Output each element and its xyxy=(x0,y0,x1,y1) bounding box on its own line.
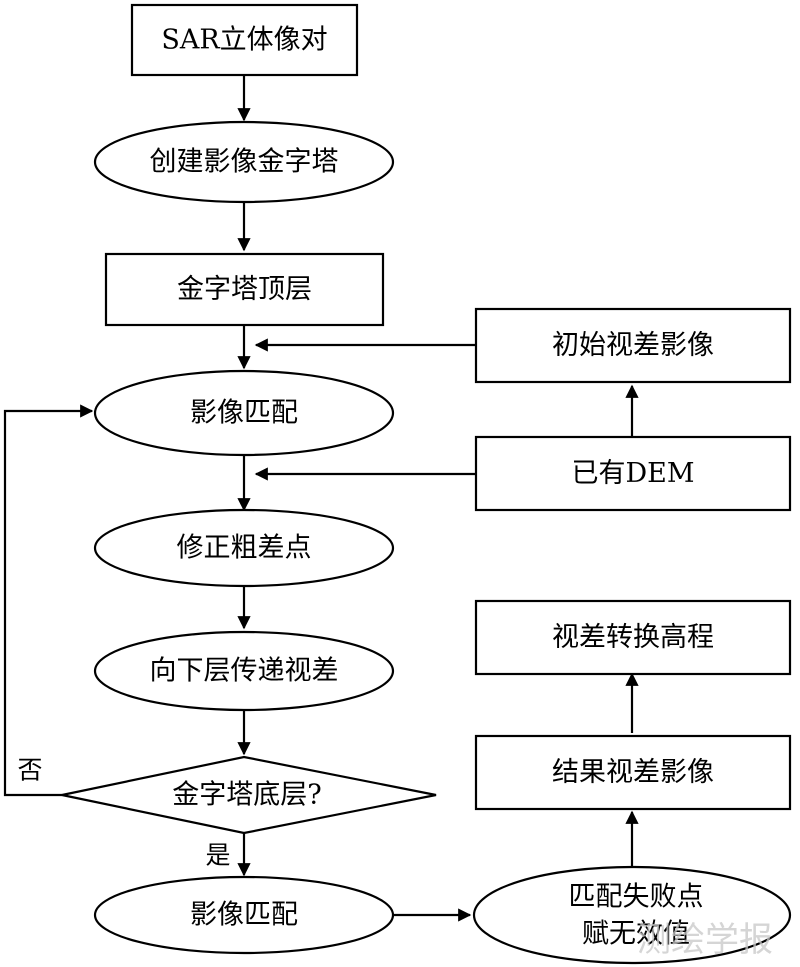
node-build-pyramid: 创建影像金字塔 xyxy=(93,120,395,204)
node-existing-dem: 已有DEM xyxy=(474,435,792,512)
node-disparity-to-height-label: 视差转换高程 xyxy=(552,622,714,653)
node-failed-points-label-line2: 赋无效值 xyxy=(582,919,690,950)
node-initial-disparity: 初始视差影像 xyxy=(474,307,792,384)
node-existing-dem-label: 已有DEM xyxy=(571,458,694,489)
node-result-disparity-label: 结果视差影像 xyxy=(552,757,714,788)
node-image-match-1-label: 影像匹配 xyxy=(190,398,298,429)
branch-yes-label: 是 xyxy=(205,841,230,870)
node-sar-pair: SAR立体像对 xyxy=(130,3,359,77)
node-failed-points-label-line1: 匹配失败点 xyxy=(569,882,704,913)
node-is-bottom-layer-label: 金字塔底层? xyxy=(172,780,321,811)
node-pyramid-top-label: 金字塔顶层 xyxy=(177,274,312,305)
branch-no-label: 否 xyxy=(17,756,42,785)
node-build-pyramid-label: 创建影像金字塔 xyxy=(150,147,339,178)
node-image-match-2: 影像匹配 xyxy=(93,875,395,955)
node-image-match-1: 影像匹配 xyxy=(93,369,395,457)
node-pass-disparity: 向下层传递视差 xyxy=(93,630,395,712)
connectors xyxy=(3,75,639,922)
node-fix-gross-errors: 修正粗差点 xyxy=(93,508,395,588)
node-fix-gross-errors-label: 修正粗差点 xyxy=(177,533,312,564)
node-image-match-2-label: 影像匹配 xyxy=(190,900,298,931)
watermark-text: 测绘学报 xyxy=(637,920,773,960)
node-initial-disparity-label: 初始视差影像 xyxy=(552,330,714,361)
node-sar-pair-label: SAR立体像对 xyxy=(161,25,327,56)
node-result-disparity: 结果视差影像 xyxy=(474,734,792,811)
node-pass-disparity-label: 向下层传递视差 xyxy=(150,656,339,687)
arrow-no-loop xyxy=(3,404,94,797)
node-is-bottom-layer: 金字塔底层? xyxy=(61,755,437,835)
node-disparity-to-height: 视差转换高程 xyxy=(474,599,792,676)
node-failed-points: 匹配失败点 赋无效值 xyxy=(472,865,792,965)
node-pyramid-top: 金字塔顶层 xyxy=(104,252,385,327)
